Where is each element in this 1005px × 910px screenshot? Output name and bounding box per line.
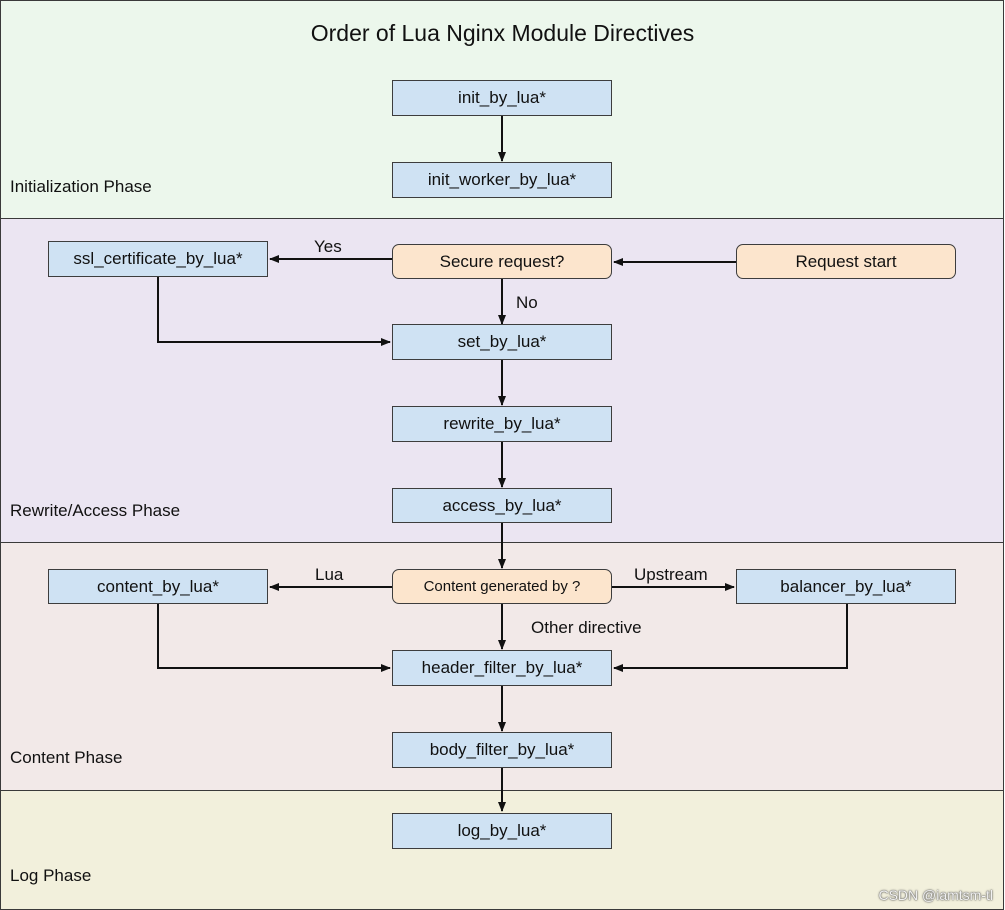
edge-label-lua: Lua [315, 565, 344, 584]
node-secure-request: Secure request? [392, 244, 612, 279]
log-phase-label: Log Phase [10, 866, 92, 885]
node-rewrite-by-lua: rewrite_by_lua* [392, 406, 612, 442]
edge-label-upstream: Upstream [634, 565, 708, 584]
node-balancer-by-lua: balancer_by_lua* [736, 569, 956, 604]
arrow-balancer-to-header-filter [613, 604, 848, 672]
node-body-filter-by-lua: body_filter_by_lua* [392, 732, 612, 768]
node-header-filter-by-lua: header_filter_by_lua* [392, 650, 612, 686]
edge-label-no: No [516, 293, 538, 312]
rewrite-access-phase-label: Rewrite/Access Phase [10, 501, 181, 520]
node-request-start: Request start [736, 244, 956, 279]
node-ssl-certificate-by-lua: ssl_certificate_by_lua* [48, 241, 268, 277]
node-content-generated-by: Content generated by ? [392, 569, 612, 604]
content-phase-label: Content Phase [10, 748, 123, 767]
node-init-by-lua: init_by_lua* [392, 80, 612, 116]
arrow-content-to-header-filter [157, 604, 391, 672]
node-log-by-lua: log_by_lua* [392, 813, 612, 849]
arrow-ssl-to-set [157, 277, 391, 346]
diagram-title: Order of Lua Nginx Module Directives [310, 20, 695, 46]
edge-label-other-directive: Other directive [531, 618, 642, 637]
node-set-by-lua: set_by_lua* [392, 324, 612, 360]
node-access-by-lua: access_by_lua* [392, 488, 612, 523]
initialization-phase-label: Initialization Phase [10, 177, 152, 196]
watermark: CSDN @iamtsm-tl [878, 887, 993, 903]
node-content-by-lua: content_by_lua* [48, 569, 268, 604]
node-init-worker-by-lua: init_worker_by_lua* [392, 162, 612, 198]
edge-label-yes: Yes [314, 237, 342, 256]
